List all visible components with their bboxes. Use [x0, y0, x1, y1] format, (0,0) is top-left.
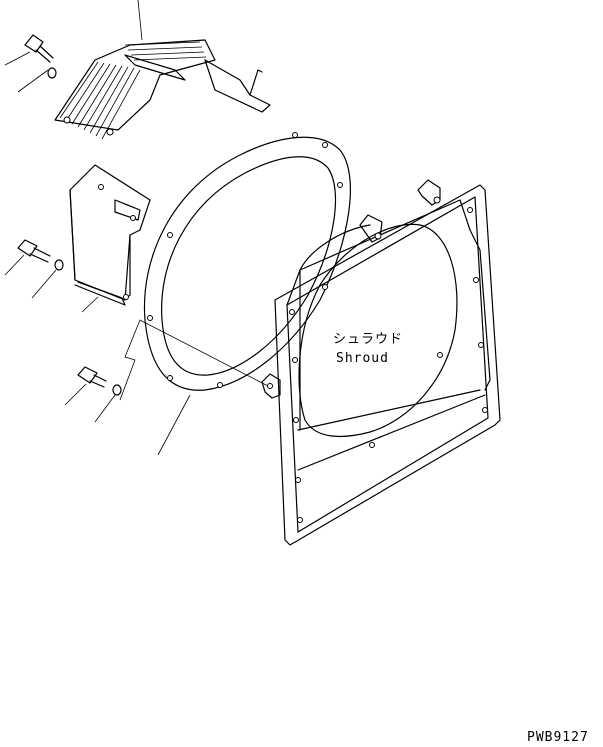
washer-top: [47, 67, 57, 79]
washer-lower: [112, 384, 122, 396]
bolt-top: [24, 34, 54, 63]
shroud-label-en: Shroud: [336, 351, 389, 366]
bolt-lower: [77, 366, 107, 388]
shroud-label-jp: シュラウド: [333, 332, 403, 347]
shroud: [261, 179, 501, 546]
side-bracket: [69, 164, 151, 306]
top-guard-plate: [54, 39, 271, 140]
washer-middle: [54, 259, 64, 271]
bolt-middle: [17, 239, 51, 263]
drawing-code: PWB9127: [527, 730, 589, 745]
fan-ring: [143, 132, 351, 391]
leader-lines: [4, 0, 269, 456]
